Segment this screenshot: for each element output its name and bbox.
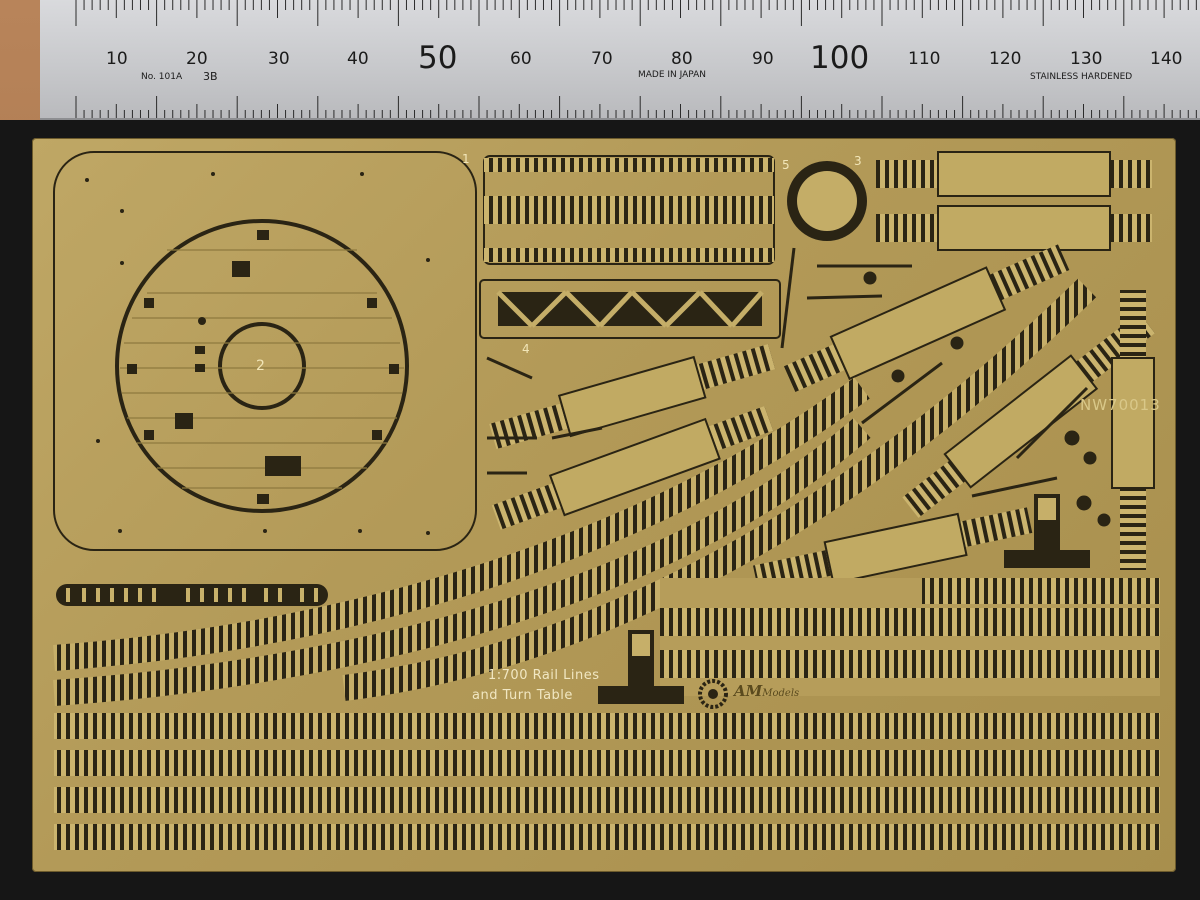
ruler-scale [75, 0, 1197, 118]
ruler-number-60: 60 [510, 49, 532, 69]
gear-logo [698, 679, 728, 709]
ruler-grade: 3B [203, 70, 218, 83]
part-number-1: 1 [462, 152, 470, 166]
caption-line-1: 1:700 Rail Lines [488, 668, 600, 683]
brand-name: AM [734, 682, 763, 700]
track-piece [937, 205, 1111, 251]
ruler-number-10: 10 [106, 49, 128, 69]
ruler-number-90: 90 [752, 49, 774, 69]
etched-parts [53, 151, 1160, 850]
turnout [660, 578, 1160, 696]
ruler-model: No. 101A [141, 72, 183, 82]
ruler-number-80: 80 [671, 49, 693, 69]
figures [66, 588, 318, 602]
part-number-4: 4 [522, 342, 530, 356]
bridge-truss-4 [479, 279, 781, 339]
curved-tracks [53, 278, 1097, 706]
product-code: NW70013 [1080, 396, 1161, 414]
ruler-number-50: 50 [418, 40, 458, 76]
part-number-5: 5 [782, 158, 790, 172]
track-piece [937, 151, 1111, 197]
brand-logo: AMModels [734, 682, 799, 700]
ruler-number-110: 110 [908, 49, 941, 69]
steel-ruler: 10 20 30 40 50 60 70 80 90 100 110 120 1… [40, 0, 1200, 120]
track-piece-vertical [1111, 357, 1155, 489]
frame-rivets [85, 172, 430, 535]
ruler-number-100: 100 [810, 40, 870, 76]
ruler-material: STAINLESS HARDENED [1030, 72, 1133, 82]
turntable-disk [115, 219, 409, 513]
ruler-number-130: 130 [1070, 49, 1103, 69]
brand-sub: Models [762, 688, 800, 699]
ruler-number-30: 30 [268, 49, 290, 69]
turntable-frame [53, 151, 477, 551]
part-number-3: 3 [854, 154, 862, 168]
signal-parts [486, 247, 1111, 527]
brass-photo-etch-fret: 1 2 3 4 5 NW70013 1:700 Rail Lines and T… [32, 138, 1176, 872]
ruler-number-140: 140 [1150, 49, 1183, 69]
track-piece-diagonal [902, 312, 1155, 518]
t-part-inner [632, 498, 1056, 656]
ruler-number-70: 70 [591, 49, 613, 69]
ruler-made-in: MADE IN JAPAN [638, 70, 707, 80]
straight-rails [54, 713, 1160, 850]
part-number-2: 2 [256, 358, 265, 374]
track-piece-diagonal [753, 507, 1033, 592]
caption-line-2: and Turn Table [472, 688, 573, 703]
round-part-3 [787, 161, 867, 241]
track-piece-diagonal [489, 344, 776, 450]
ruler-number-20: 20 [186, 49, 208, 69]
ruler-number-120: 120 [989, 49, 1022, 69]
bridge-deck-1 [483, 155, 775, 265]
track-piece-diagonal [491, 406, 774, 530]
track-piece-diagonal [783, 244, 1070, 393]
ruler-number-40: 40 [347, 49, 369, 69]
